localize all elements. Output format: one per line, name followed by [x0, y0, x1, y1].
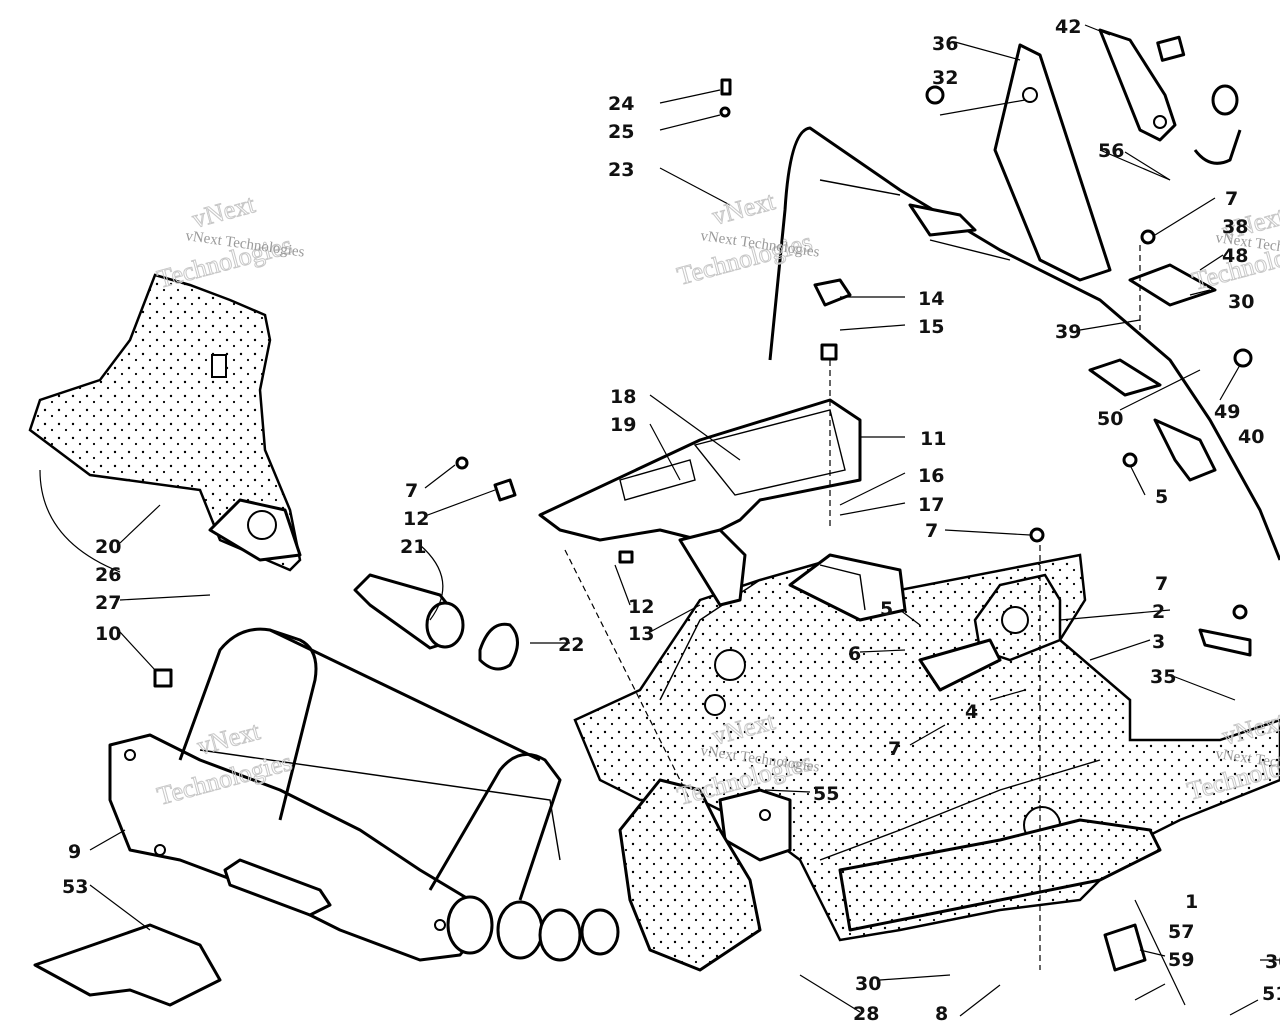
- callout-12: 12: [403, 508, 429, 530]
- callout-2: 2: [1152, 601, 1165, 623]
- callout-5: 5: [1155, 486, 1168, 508]
- callout-42: 42: [1055, 16, 1081, 38]
- steering-arm: [1098, 28, 1242, 165]
- callout-57: 57: [1168, 921, 1194, 943]
- callout-40: 40: [1238, 426, 1264, 448]
- callout-7: 7: [925, 520, 938, 542]
- hose-clamp: [478, 622, 519, 671]
- callout-6: 6: [848, 643, 861, 665]
- callout-7: 7: [1225, 188, 1238, 210]
- front-fairing-panel: [28, 273, 302, 572]
- callout-28: 28: [853, 1003, 879, 1024]
- callout-56: 56: [1098, 140, 1124, 162]
- leader-lines: [39, 24, 1280, 1017]
- callout-49: 49: [1214, 401, 1240, 423]
- callout-30: 30: [1265, 951, 1280, 973]
- watermark-right: vNext Technologies vNext Technologies vN…: [1184, 201, 1280, 807]
- callout-5: 5: [880, 598, 893, 620]
- callout-9: 9: [68, 841, 81, 863]
- steering-bar: [768, 126, 1280, 561]
- callout-19: 19: [610, 414, 636, 436]
- callout-labels: 1 2 3 4 5 5 5 6 7 7 7 7 7 7 8 9 10 11 12…: [62, 16, 1280, 1024]
- callout-10: 10: [95, 623, 121, 645]
- callout-14: 14: [918, 288, 944, 310]
- callout-51: 51: [1262, 983, 1280, 1005]
- callout-11: 11: [920, 428, 946, 450]
- callout-3: 3: [1152, 631, 1165, 653]
- callout-12: 12: [628, 596, 654, 618]
- svg-text:vNext: vNext: [709, 186, 779, 231]
- callout-48: 48: [1222, 245, 1248, 267]
- callout-16: 16: [918, 465, 944, 487]
- callout-20: 20: [95, 536, 121, 558]
- callout-59: 59: [1168, 949, 1194, 971]
- callout-27: 27: [95, 592, 121, 614]
- chassis-frame: [573, 553, 1280, 942]
- console-panel: [538, 398, 862, 607]
- air-duct: [353, 573, 465, 650]
- callout-55: 55: [813, 783, 839, 805]
- callout-17: 17: [918, 494, 944, 516]
- callout-22: 22: [558, 634, 584, 656]
- steering-plate: [993, 43, 1112, 282]
- callout-21: 21: [400, 536, 426, 558]
- callout-23: 23: [608, 159, 634, 181]
- upper-tray: [788, 553, 907, 622]
- callout-36: 36: [932, 33, 958, 55]
- callout-50: 50: [1097, 408, 1123, 430]
- callout-39: 39: [1055, 321, 1081, 343]
- svg-text:vNext: vNext: [189, 189, 259, 234]
- clip-57: [1103, 923, 1147, 972]
- callout-7: 7: [1155, 573, 1168, 595]
- callout-26: 26: [95, 564, 121, 586]
- callout-30: 30: [1228, 291, 1254, 313]
- watermark-top-center: vNext Technologies vNext Technologies: [674, 186, 821, 292]
- callout-7: 7: [405, 480, 418, 502]
- callout-35: 35: [1150, 666, 1176, 688]
- callout-8: 8: [935, 1003, 948, 1024]
- callout-15: 15: [918, 316, 944, 338]
- callout-25: 25: [608, 121, 634, 143]
- callout-53: 53: [62, 876, 88, 898]
- hardware: [153, 78, 1253, 688]
- callout-18: 18: [610, 386, 636, 408]
- pad-53: [33, 923, 222, 1007]
- callout-32: 32: [932, 67, 958, 89]
- callout-13: 13: [628, 623, 654, 645]
- lower-support: [618, 778, 762, 972]
- callout-1: 1: [1185, 891, 1198, 913]
- callout-7: 7: [888, 738, 901, 760]
- callout-24: 24: [608, 93, 634, 115]
- callout-30: 30: [855, 973, 881, 995]
- callout-38: 38: [1222, 216, 1248, 238]
- watermark-top-left: vNext Technologies vNext Technologies: [154, 189, 306, 295]
- roller-set: [446, 895, 620, 962]
- callout-4: 4: [965, 701, 978, 723]
- bracket-38: [1088, 263, 1217, 397]
